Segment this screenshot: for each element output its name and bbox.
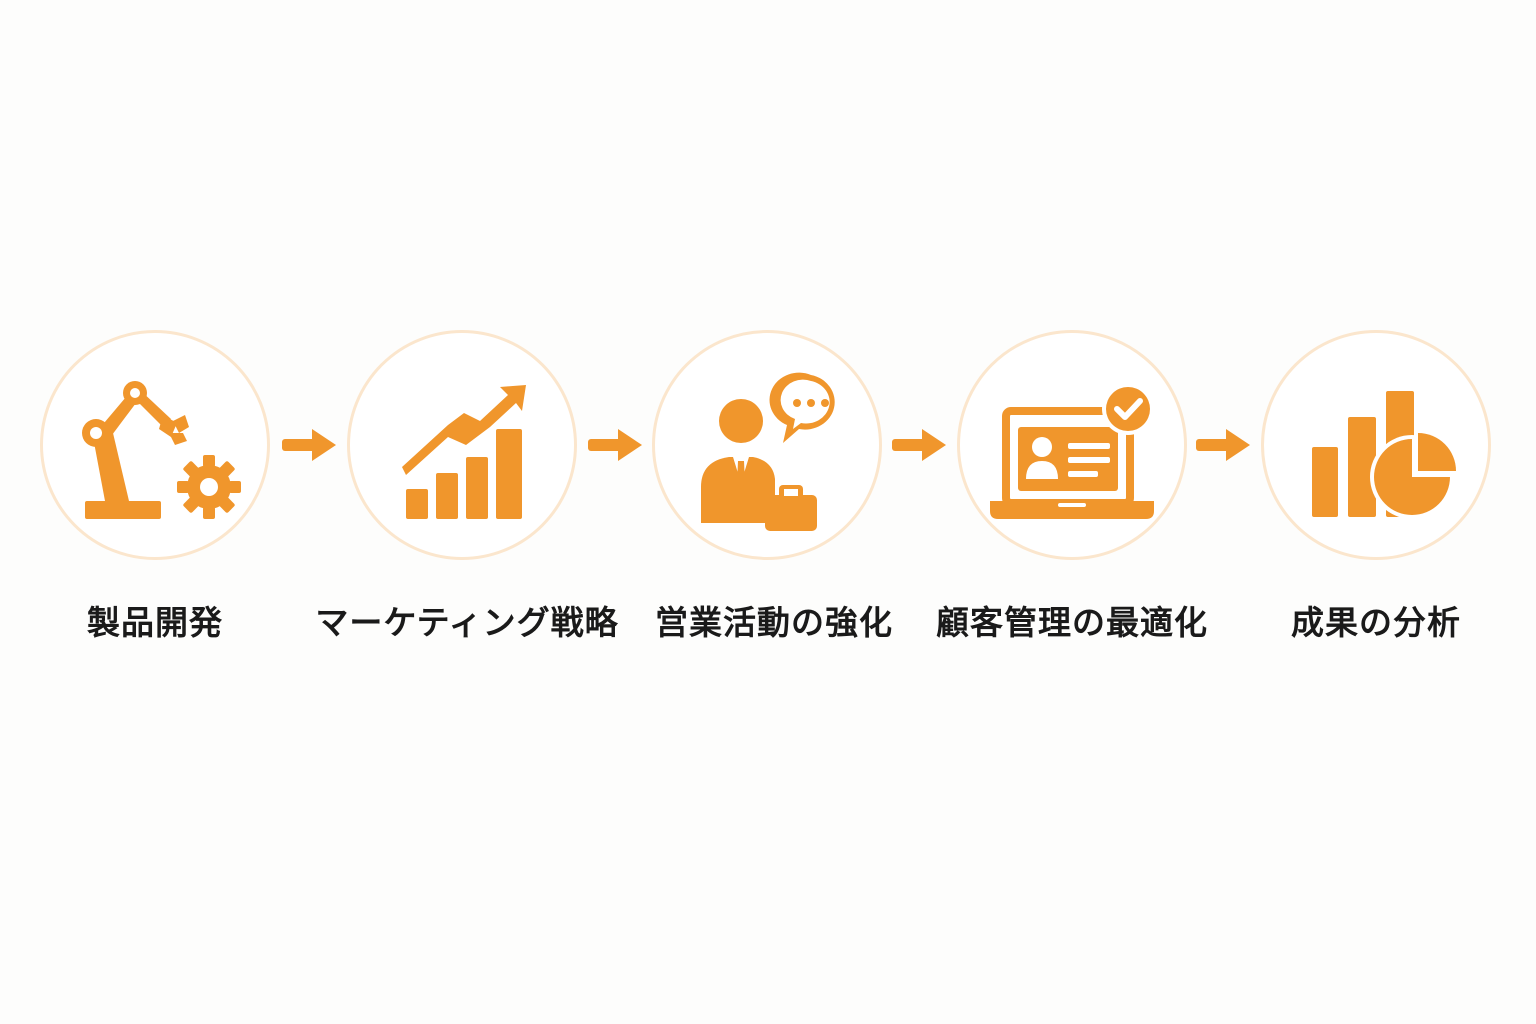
step-label-customer-management: 顧客管理の最適化	[936, 603, 1208, 642]
step-marketing-strategy	[347, 330, 577, 560]
arrow-right-icon	[1196, 429, 1250, 461]
bar-pie-chart-icon	[1312, 391, 1456, 519]
step-label-sales-enhancement: 営業活動の強化	[655, 603, 893, 642]
step-results-analysis	[1261, 330, 1491, 560]
step-customer-management	[957, 330, 1187, 560]
step-label-product-development: 製品開発	[87, 603, 223, 642]
step-label-marketing-strategy: マーケティング戦略	[315, 603, 619, 642]
arrow-right-icon	[282, 429, 336, 461]
salesperson-briefcase-icon	[701, 372, 835, 531]
step-label-results-analysis: 成果の分析	[1291, 603, 1461, 642]
arrow-right-icon	[892, 429, 946, 461]
robot-arm-gear-icon	[82, 381, 241, 519]
growth-chart-icon	[402, 385, 526, 519]
arrow-right-icon	[588, 429, 642, 461]
laptop-profile-check-icon	[990, 383, 1154, 519]
step-sales-enhancement	[652, 330, 882, 560]
step-product-development	[40, 330, 270, 560]
